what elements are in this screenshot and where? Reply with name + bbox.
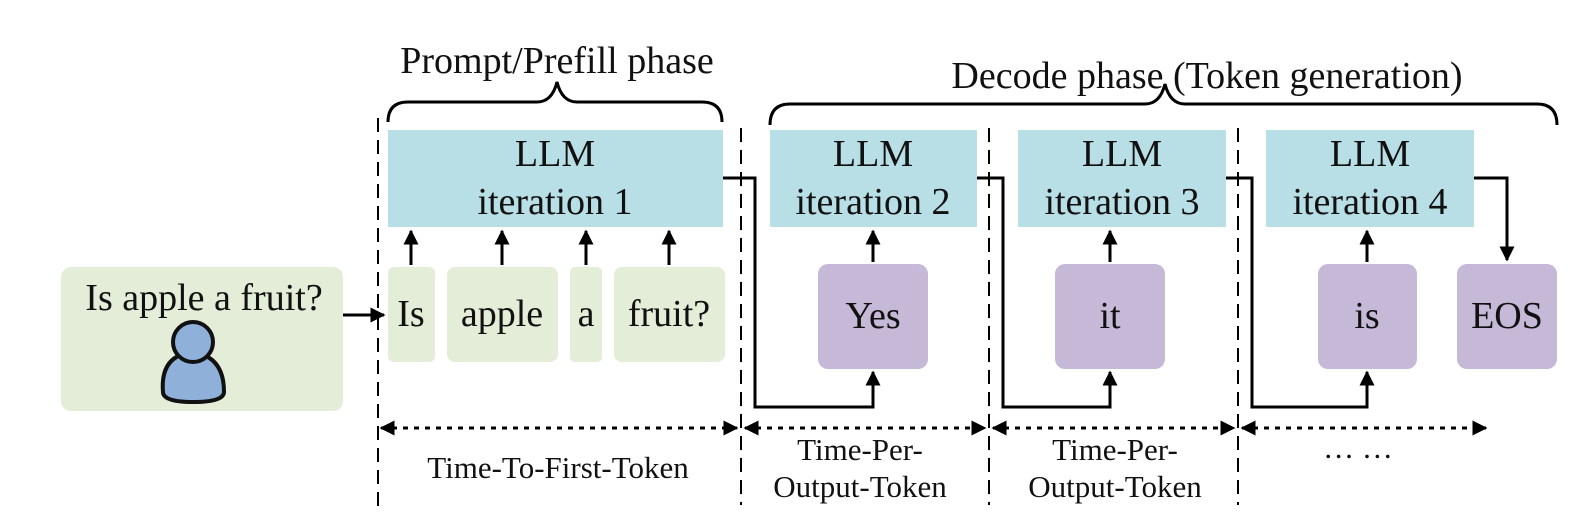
input-token-apple-label: apple (461, 293, 543, 335)
decode-phase-label: Decode phase (Token generation) (951, 55, 1462, 97)
input-token-a: a (570, 267, 602, 362)
output-token-eos-label: EOS (1471, 295, 1543, 337)
input-token-is-label: Is (397, 293, 424, 335)
prefill-phase-label: Prompt/Prefill phase (400, 40, 713, 82)
llm-block-3-line2: iteration 3 (1044, 181, 1199, 223)
connector-llm1-to-yes (723, 176, 881, 409)
user-question-box: Is apple a fruit? (61, 267, 343, 411)
output-token-it-label: it (1099, 295, 1121, 337)
llm-block-1: LLM iteration 1 (388, 130, 723, 227)
tpot1-label-line1: Time-Per- (797, 432, 923, 467)
input-token-apple: apple (447, 267, 558, 362)
tpot2-label-line1: Time-Per- (1052, 432, 1178, 467)
llm-block-2-line1: LLM (833, 133, 913, 175)
llm-block-4: LLM iteration 4 (1266, 130, 1474, 227)
ttft-label: Time-To-First-Token (427, 450, 689, 485)
input-token-a-label: a (578, 293, 595, 335)
llm-block-2: LLM iteration 2 (770, 130, 977, 227)
output-token-is-label: is (1354, 295, 1379, 337)
output-token-it: it (1055, 264, 1165, 369)
input-token-is: Is (388, 267, 435, 362)
input-token-fruit: fruit? (614, 267, 725, 362)
user-icon (160, 320, 227, 405)
output-token-eos: EOS (1457, 264, 1557, 369)
tpot2-label-line2: Output-Token (1028, 469, 1202, 504)
connector-llm4-to-eos (1474, 176, 1515, 262)
connector-llm3-to-is (1226, 176, 1375, 409)
connector-llm2-to-it (977, 176, 1118, 409)
llm-block-1-line2: iteration 1 (477, 181, 632, 223)
input-token-fruit-label: fruit? (628, 293, 710, 335)
tpot3-ellipsis: … … (1323, 430, 1393, 465)
llm-block-1-line1: LLM (515, 133, 595, 175)
llm-block-4-line1: LLM (1330, 133, 1410, 175)
llm-block-3-line1: LLM (1082, 133, 1162, 175)
llm-block-2-line2: iteration 2 (795, 181, 950, 223)
prefill-brace (386, 81, 724, 123)
llm-block-4-line2: iteration 4 (1292, 181, 1447, 223)
output-token-yes-label: Yes (845, 295, 900, 337)
output-token-is: is (1318, 264, 1417, 369)
output-token-yes: Yes (818, 264, 928, 369)
decode-brace (768, 83, 1559, 126)
llm-block-3: LLM iteration 3 (1018, 130, 1226, 227)
tpot1-label-line2: Output-Token (773, 469, 947, 504)
user-question-text: Is apple a fruit? (85, 277, 322, 319)
